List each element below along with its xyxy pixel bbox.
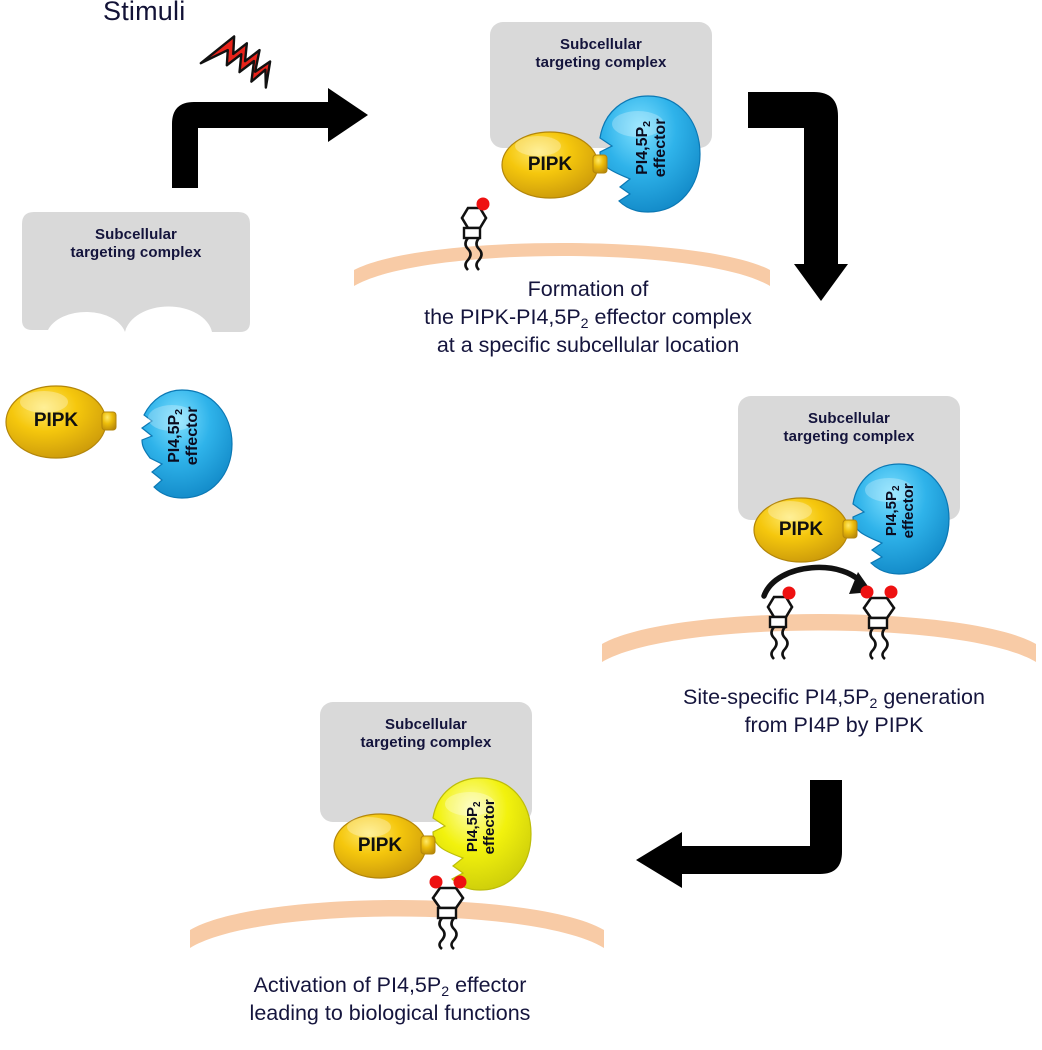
formation-to-generation-arrow: [748, 88, 848, 303]
pi45p2-effector-label: PI4,5P2 effector: [883, 483, 917, 539]
pipk-label: PIPK: [357, 835, 403, 856]
pipk-label: PIPK: [33, 410, 79, 431]
subcellular-complex-text-group: Subcellular targeting complex: [320, 702, 532, 822]
pipk-label: PIPK: [778, 519, 824, 540]
pi45p2-effector-bound-right: PI4,5P2 effector: [845, 462, 953, 578]
subcellular-complex-text-group: Subcellular targeting complex: [22, 212, 250, 340]
pipk-protein-bound-right: PIPK: [752, 490, 860, 570]
lipid-pi45p2-bottom: [420, 870, 476, 951]
subcellular-targeting-complex-box: [22, 212, 250, 332]
lipid-pi45p2-right: [851, 580, 907, 661]
caption-generation: Site-specific PI4,5P2 generation from PI…: [628, 684, 1040, 740]
pi45p2-effector-label: PI4,5P2 effector: [166, 406, 201, 466]
caption-activation: Activation of PI4,5P2 effector leading t…: [180, 972, 600, 1028]
membrane-arc-right: [600, 612, 1038, 664]
caption-formation-line2: the PIPK-PI4,5P2 effector complex: [424, 304, 752, 333]
caption-generation-line1: Site-specific PI4,5P2 generation: [683, 685, 985, 713]
caption-activation-line1: Activation of PI4,5P2 effector: [253, 973, 527, 1001]
stage-unassembled: Subcellular targeting complex: [22, 212, 250, 340]
subcellular-complex-label: Subcellular targeting complex: [535, 36, 667, 72]
pipk-protein-free: PIPK: [4, 378, 120, 470]
pi45p2-effector-label: PI4,5P2 effector: [634, 118, 669, 178]
subcellular-complex-label: Subcellular targeting complex: [360, 716, 492, 752]
lipid-pi4p-right: [752, 583, 800, 660]
subcellular-complex-label: Subcellular targeting complex: [70, 226, 202, 262]
pipk-protein-bound-top: PIPK: [500, 124, 610, 206]
subcellular-complex-text-group: Subcellular targeting complex: [490, 22, 712, 148]
pipk-protein-bound-bottom: PIPK: [332, 806, 438, 886]
stimuli-label: Stimuli: [103, 0, 186, 26]
caption-formation: Formation of the PIPK-PI4,5P2 effector c…: [354, 276, 822, 360]
pi45p2-effector-free: PI4,5P2 effector: [128, 388, 240, 500]
pipk-label: PIPK: [527, 154, 573, 175]
membrane-arc-top: [352, 240, 772, 288]
subcellular-complex-text-group: Subcellular targeting complex: [738, 396, 960, 520]
subcellular-complex-label: Subcellular targeting complex: [783, 410, 915, 446]
membrane-arc-bottom: [188, 898, 606, 950]
pi45p2-effector-bound-top: PI4,5P2 effector: [592, 94, 706, 216]
lightning-bolt-icon: [190, 28, 310, 106]
pi45p2-effector-label: PI4,5P2 effector: [464, 799, 498, 855]
generation-to-activation-arrow: [624, 778, 842, 888]
lipid-pi4p-top: [446, 194, 494, 271]
stimuli-arrow: [168, 88, 373, 188]
